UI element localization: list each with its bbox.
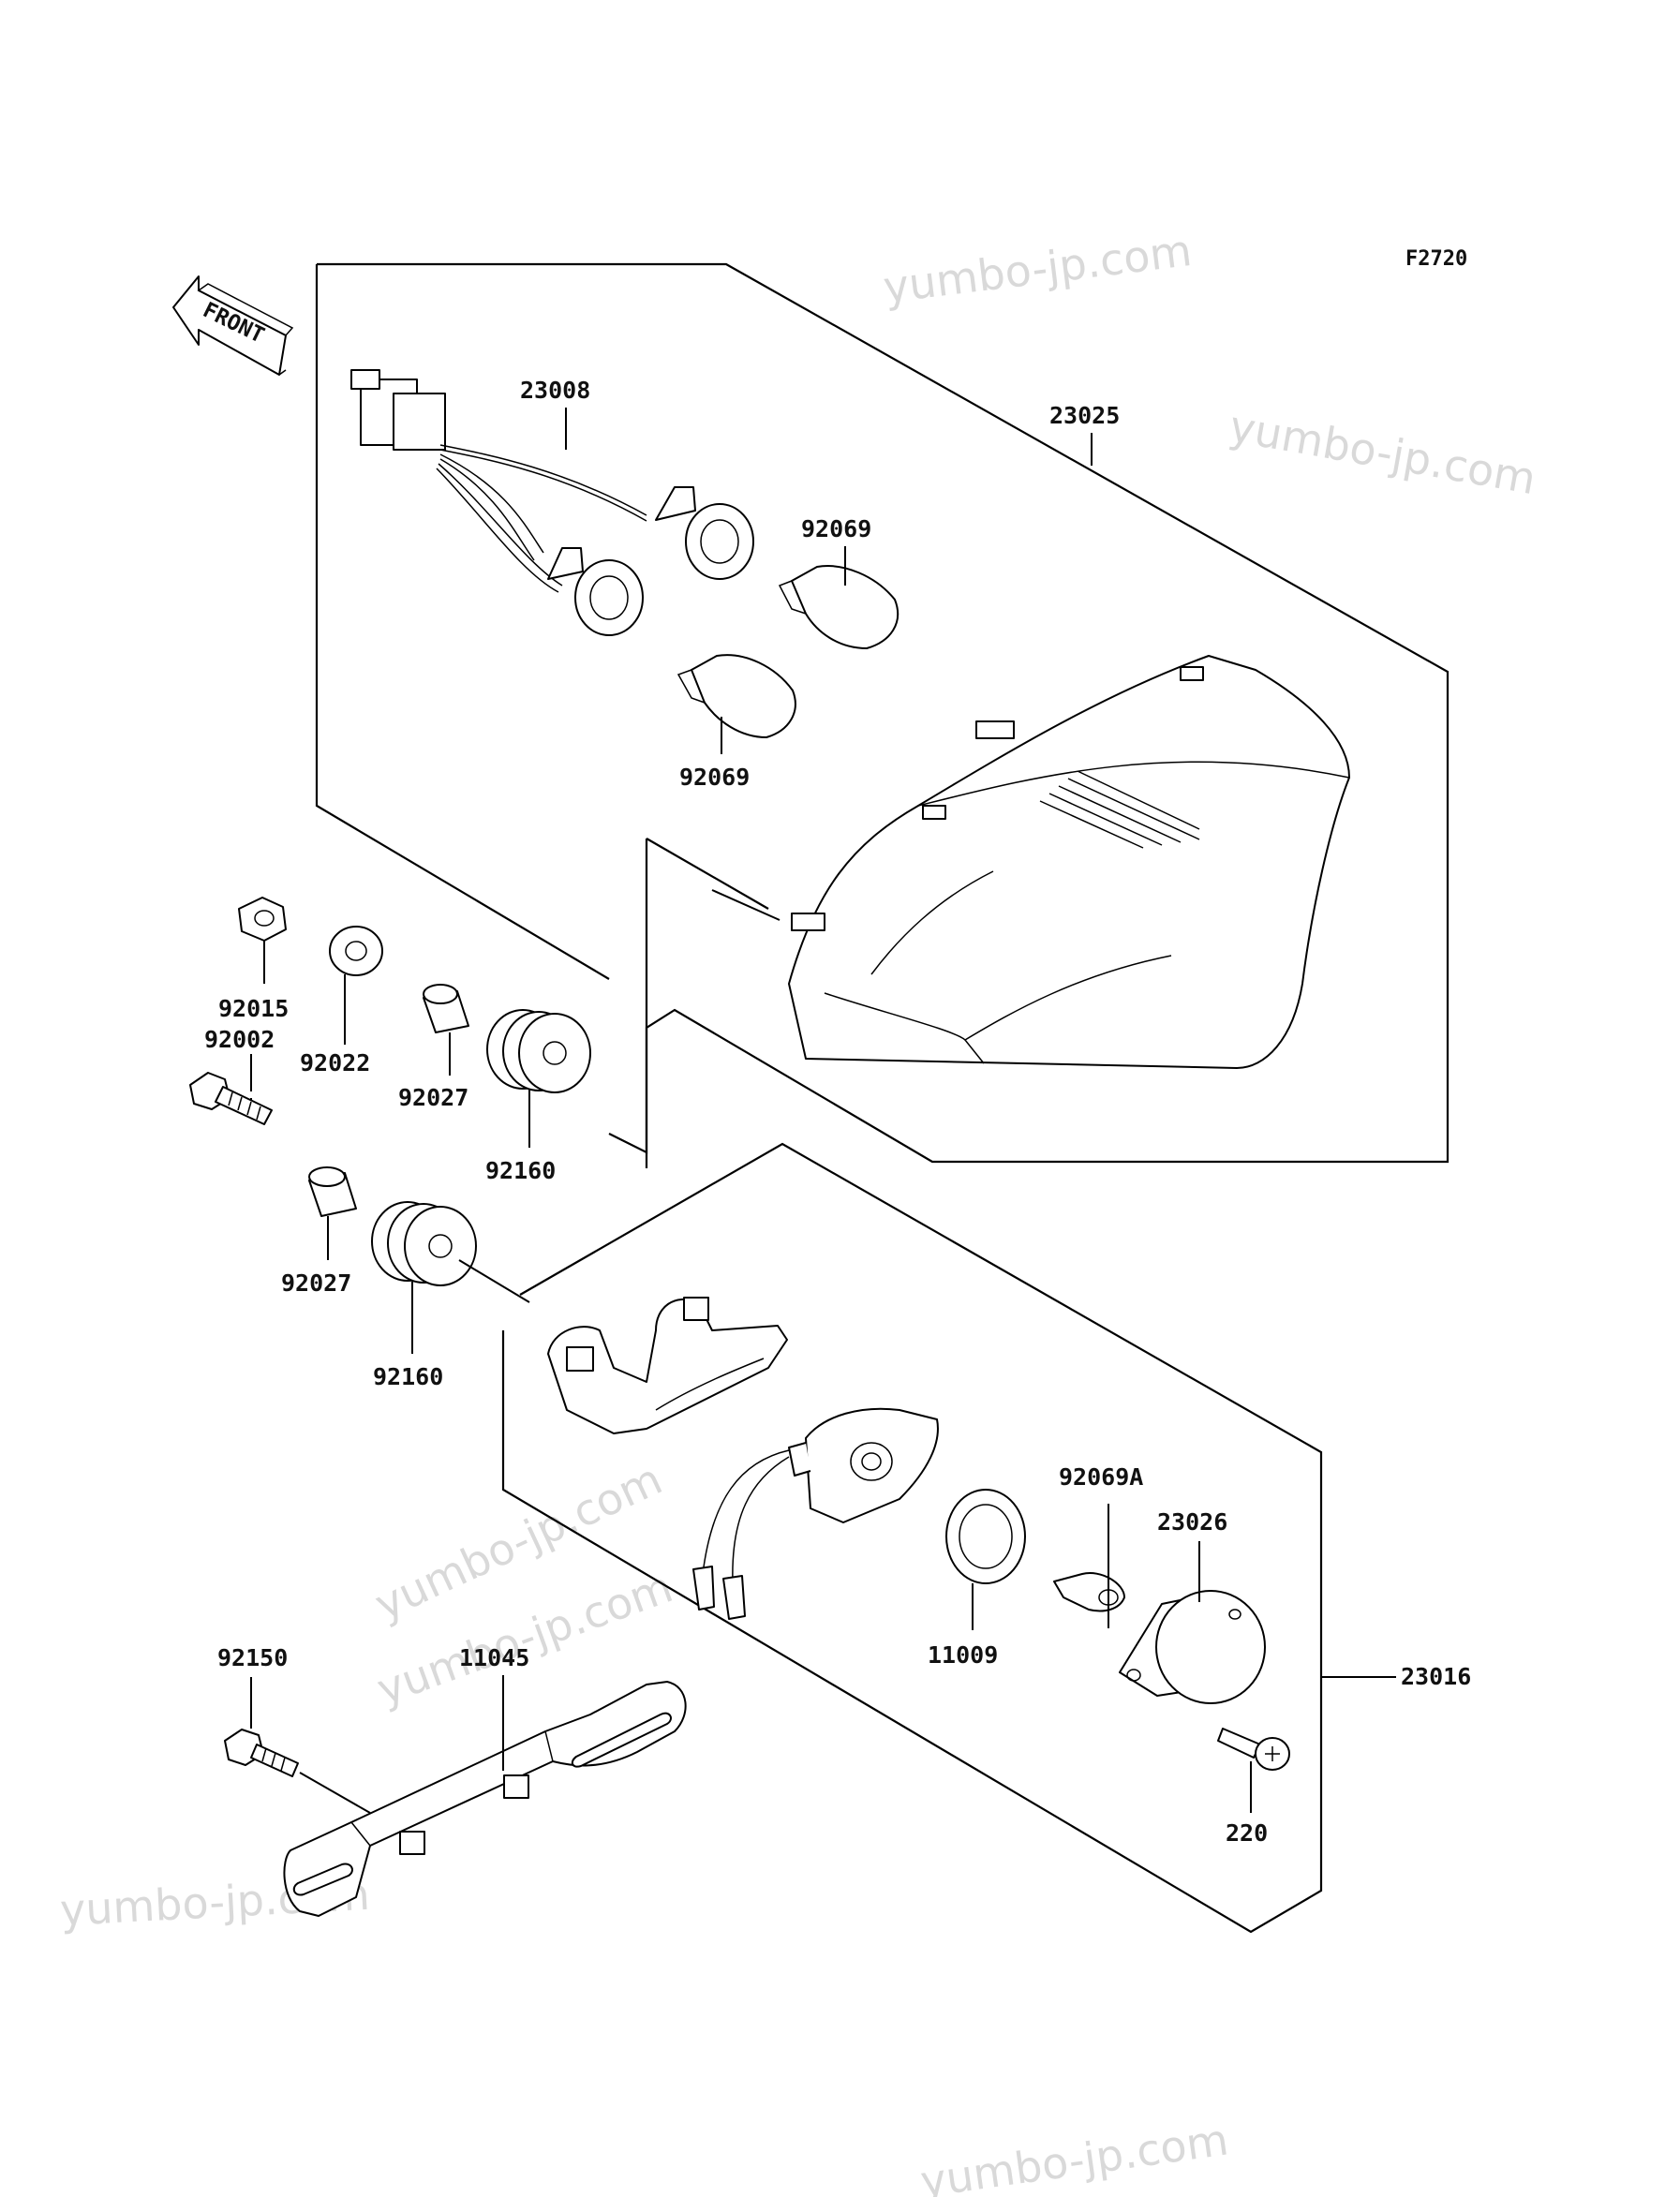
callout-92027-bottom: 92027 <box>281 1269 351 1297</box>
callout-220: 220 <box>1226 1819 1268 1847</box>
callout-92160-bottom: 92160 <box>373 1363 443 1390</box>
lens-23026 <box>1119 1590 1266 1704</box>
watermark-6: yumbo-jp.com <box>917 2114 1231 2197</box>
washer-92022 <box>329 926 383 976</box>
callout-11045: 11045 <box>459 1644 529 1671</box>
nut-92015 <box>238 897 287 942</box>
bulb-92069-upper <box>778 565 899 649</box>
callout-23008: 23008 <box>520 377 590 404</box>
callout-92069-bottom: 92069 <box>679 764 750 791</box>
lamp-bracket <box>547 1297 788 1434</box>
watermark-2: yumbo-jp.com <box>1226 401 1539 505</box>
figure-code: F2720 <box>1405 247 1467 271</box>
callout-11009: 11009 <box>928 1641 998 1669</box>
taillight-lens-23025 <box>788 655 1350 1069</box>
lamp-socket <box>692 1407 939 1620</box>
grommet-92160-upper <box>486 1009 591 1093</box>
grommet-92160-lower <box>371 1201 477 1286</box>
callout-92022: 92022 <box>300 1049 370 1076</box>
bolt-92002 <box>189 1072 273 1125</box>
frame-lower <box>501 1142 1323 1934</box>
callout-92002: 92002 <box>204 1026 275 1053</box>
bolt-92150 <box>224 1729 299 1777</box>
callout-92069-top: 92069 <box>801 515 871 542</box>
callout-23016: 23016 <box>1401 1663 1471 1690</box>
collar-92027-lower <box>308 1166 357 1217</box>
front-arrow-icon: FRONT <box>172 275 294 376</box>
bulb-92069A <box>1053 1572 1125 1612</box>
callout-23026: 23026 <box>1157 1508 1227 1536</box>
callout-92150: 92150 <box>217 1644 288 1671</box>
callout-92015: 92015 <box>218 995 289 1022</box>
plate-bracket-11045 <box>283 1681 687 1917</box>
screw-220 <box>1217 1728 1290 1771</box>
bulb-92069-lower <box>676 654 796 738</box>
callout-92069A: 92069A <box>1059 1463 1143 1491</box>
collar-92027-upper <box>423 984 469 1033</box>
callout-92160-top: 92160 <box>485 1157 556 1184</box>
seal-11009 <box>945 1489 1026 1584</box>
watermark-1: yumbo-jp.com <box>881 225 1195 313</box>
callout-23025: 23025 <box>1049 402 1120 429</box>
callout-92027-top: 92027 <box>398 1084 468 1111</box>
watermarks: yumbo-jp.com yumbo-jp.com yumbo-jp.com y… <box>59 225 1540 2197</box>
wiring-harness-23008 <box>350 369 754 636</box>
